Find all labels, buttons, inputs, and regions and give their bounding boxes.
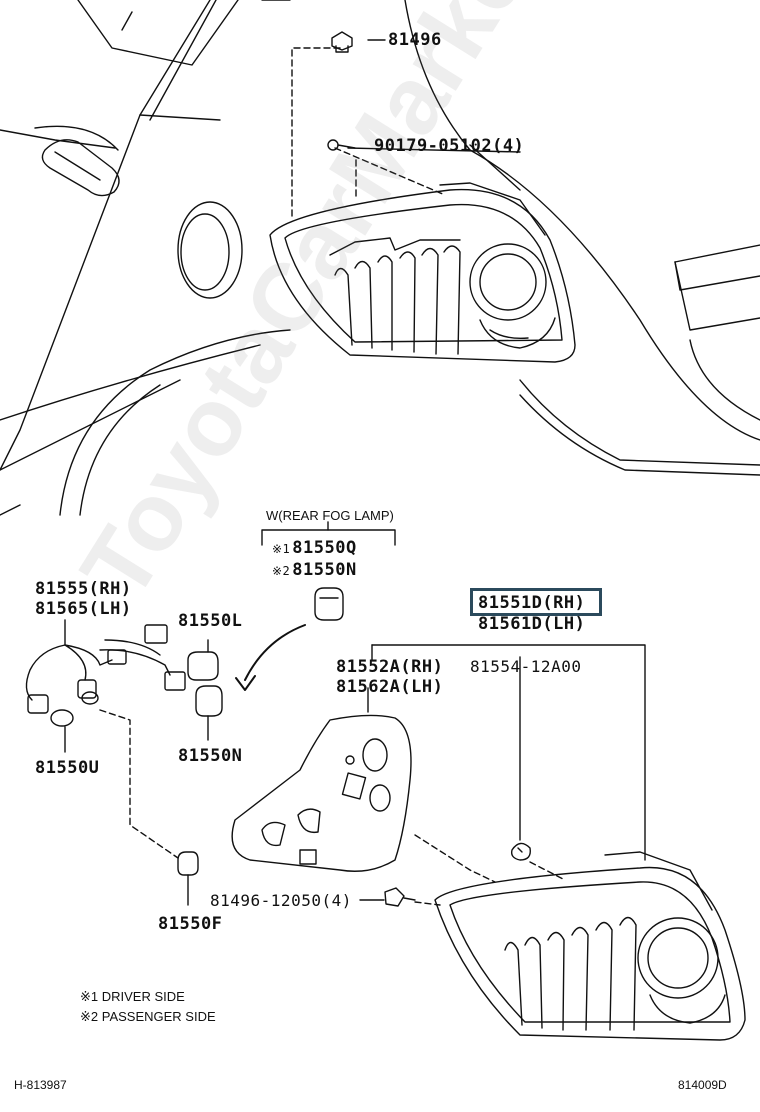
note-driver-side: ※1 DRIVER SIDE (80, 989, 185, 1004)
fog-lamp-title: W(REAR FOG LAMP) (266, 508, 394, 523)
insertion-arrow (235, 624, 306, 691)
lower-tail-lamp (434, 851, 746, 1041)
mark-passenger: ※2 (272, 564, 291, 578)
label-81565: 81565(LH) (35, 599, 132, 619)
upper-lamp-ribs (334, 245, 461, 355)
label-81552a: 81552A(RH) (336, 657, 444, 677)
label-81550q-text: 81550Q (292, 538, 357, 558)
label-81550l: 81550L (178, 611, 243, 631)
fuel-door (177, 201, 243, 299)
vehicle-body-outline (0, 0, 760, 516)
screw-90179 (327, 139, 356, 151)
lower-dashed-leaders (414, 834, 566, 906)
bulb-81550n (195, 685, 223, 741)
label-81555: 81555(RH) (35, 579, 132, 599)
fog-lamp-bulb (314, 587, 344, 621)
wire-harness (25, 619, 186, 753)
screw-81496-12050 (384, 887, 416, 907)
lower-lamp-ribs (504, 916, 637, 1031)
lower-left-leaders (99, 709, 179, 859)
label-81550n: 81550N (178, 746, 243, 766)
fog-lamp-bracket (261, 521, 396, 546)
bulb-81550l (187, 639, 219, 681)
footer-right-code: 814009D (678, 1078, 727, 1092)
socket-plate (231, 687, 412, 872)
upper-leaders (291, 39, 521, 221)
highlight-box (470, 588, 602, 616)
rear-bumper-edge (674, 244, 760, 421)
label-81496: 81496 (388, 30, 442, 50)
footer-left-code: H-813987 (14, 1078, 67, 1092)
door-handle (34, 125, 120, 197)
clip-81496 (331, 31, 353, 53)
label-81550u: 81550U (35, 758, 100, 778)
gasket-81554 (510, 842, 531, 861)
label-90179-05102: 90179-05102(4) (374, 136, 525, 156)
mark-driver: ※1 (272, 542, 291, 556)
lower-leaders (359, 644, 646, 901)
label-81550n-fog-text: 81550N (292, 560, 357, 580)
label-81496-12050: 81496-12050(4) (210, 891, 352, 910)
upper-tail-lamp (269, 182, 576, 363)
label-81550f: 81550F (158, 914, 223, 934)
label-81562a: 81562A(LH) (336, 677, 444, 697)
bulb-81550f (177, 851, 199, 906)
label-81561d: 81561D(LH) (478, 614, 586, 634)
note-passenger-side: ※2 PASSENGER SIDE (80, 1009, 216, 1024)
label-81551d[interactable]: 81551D(RH) (478, 593, 586, 613)
label-81554-12a00: 81554-12A00 (470, 657, 582, 676)
